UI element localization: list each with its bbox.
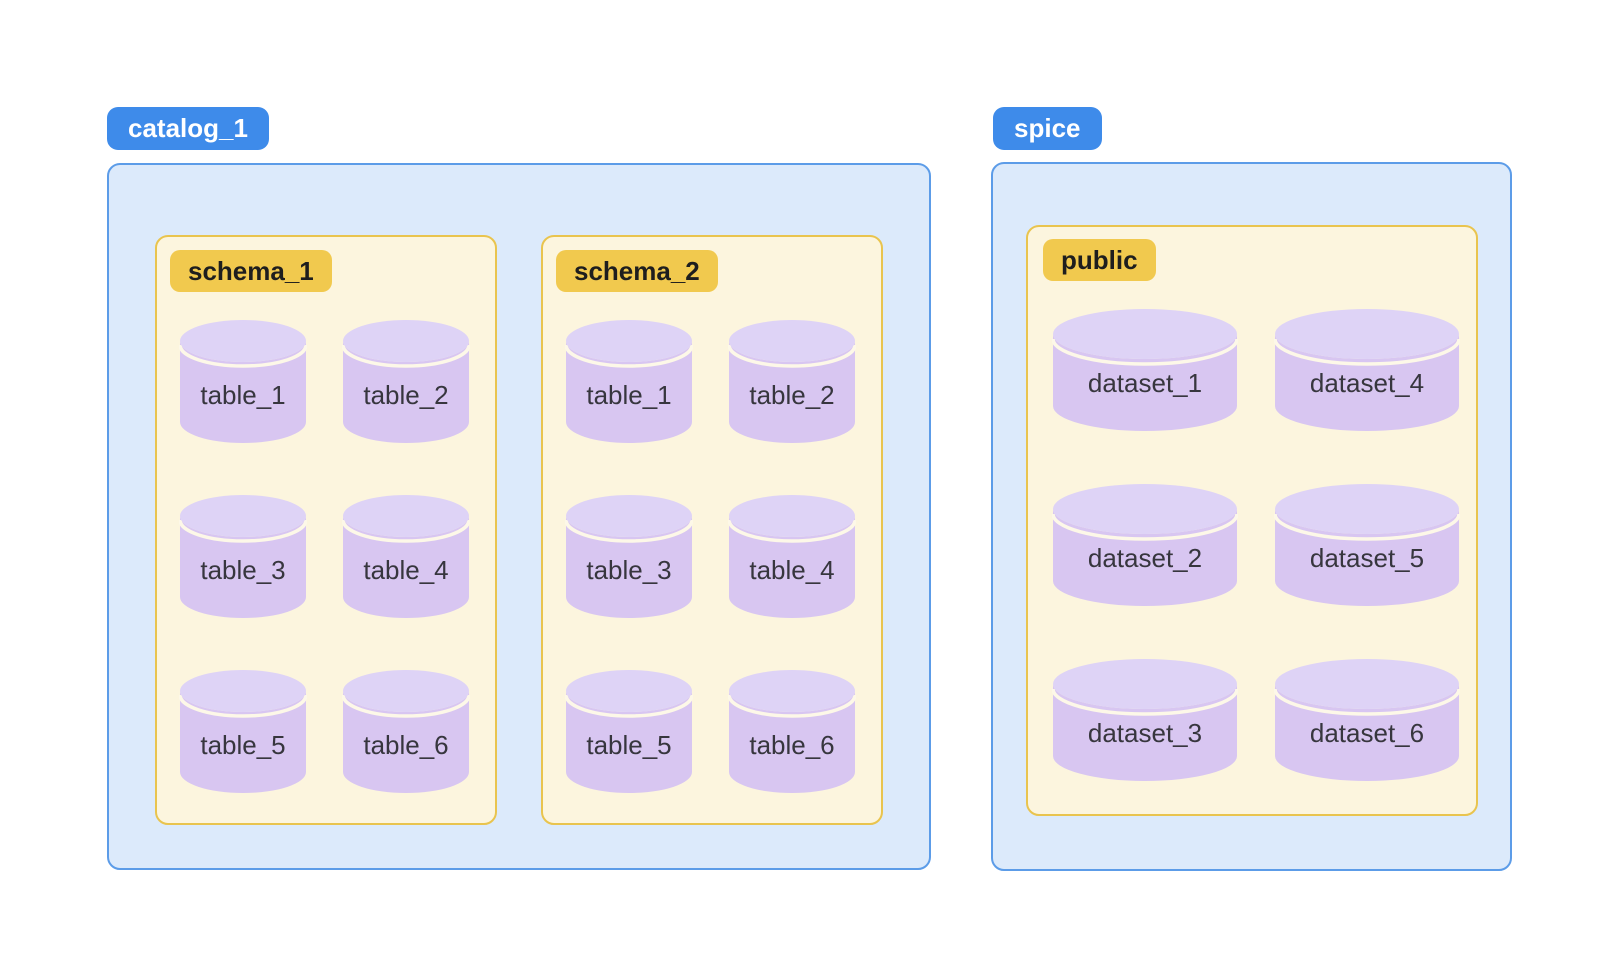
table-cylinder: table_5 xyxy=(565,670,693,794)
public-datasets: dataset_1 dataset_4 da xyxy=(1052,309,1460,782)
schema-1-tables: table_1 table_2 table_ xyxy=(179,320,470,794)
table-label: table_5 xyxy=(200,729,286,760)
table-cylinder: table_3 xyxy=(179,495,307,619)
table-label: table_3 xyxy=(200,554,286,585)
dataset-cylinder: dataset_1 xyxy=(1052,309,1238,432)
database-cylinder-icon xyxy=(342,495,470,618)
database-cylinder-icon xyxy=(179,320,307,443)
table-cylinder: table_2 xyxy=(728,320,856,444)
database-cylinder-icon xyxy=(1052,484,1238,606)
table-label: table_6 xyxy=(363,729,449,760)
table-cylinder: table_6 xyxy=(728,670,856,794)
dataset-label: dataset_6 xyxy=(1309,718,1425,748)
dataset-label: dataset_5 xyxy=(1309,543,1425,573)
database-cylinder-icon xyxy=(565,495,693,618)
database-cylinder-icon xyxy=(728,495,856,618)
dataset-label: dataset_4 xyxy=(1309,368,1425,398)
database-cylinder-icon xyxy=(179,670,307,793)
dataset-cylinder: dataset_4 xyxy=(1274,309,1460,432)
table-cylinder: table_5 xyxy=(179,670,307,794)
database-cylinder-icon xyxy=(1274,484,1460,606)
table-label: table_1 xyxy=(586,379,672,410)
database-cylinder-icon xyxy=(728,320,856,443)
database-cylinder-icon xyxy=(1274,659,1460,781)
dataset-label: dataset_2 xyxy=(1087,543,1203,573)
dataset-cylinder: dataset_5 xyxy=(1274,484,1460,607)
database-cylinder-icon xyxy=(1274,309,1460,431)
schema-2-label: schema_2 xyxy=(556,250,718,292)
table-label: table_3 xyxy=(586,554,672,585)
table-cylinder: table_1 xyxy=(565,320,693,444)
public-box: public dataset_1 dataset xyxy=(1026,225,1478,816)
dataset-cylinder: dataset_2 xyxy=(1052,484,1238,607)
database-cylinder-icon xyxy=(342,320,470,443)
database-cylinder-icon xyxy=(179,495,307,618)
table-label: table_4 xyxy=(749,554,835,585)
table-cylinder: table_6 xyxy=(342,670,470,794)
catalog-1-container: schema_1 table_1 table_2 xyxy=(107,163,931,870)
table-label: table_4 xyxy=(363,554,449,585)
dataset-label: dataset_1 xyxy=(1087,368,1203,398)
table-cylinder: table_4 xyxy=(342,495,470,619)
dataset-label: dataset_3 xyxy=(1087,718,1203,748)
spice-label: spice xyxy=(993,107,1102,150)
database-cylinder-icon xyxy=(342,670,470,793)
table-cylinder: table_2 xyxy=(342,320,470,444)
spice-container: public dataset_1 dataset xyxy=(991,162,1512,871)
dataset-cylinder: dataset_6 xyxy=(1274,659,1460,782)
table-cylinder: table_4 xyxy=(728,495,856,619)
dataset-cylinder: dataset_3 xyxy=(1052,659,1238,782)
table-cylinder: table_1 xyxy=(179,320,307,444)
schema-2-box: schema_2 table_1 table_2 xyxy=(541,235,883,825)
database-cylinder-icon xyxy=(1052,659,1238,781)
database-cylinder-icon xyxy=(565,320,693,443)
schema-2-tables: table_1 table_2 table_ xyxy=(565,320,856,794)
database-cylinder-icon xyxy=(728,670,856,793)
database-cylinder-icon xyxy=(1052,309,1238,431)
catalog-1-label: catalog_1 xyxy=(107,107,269,150)
public-label: public xyxy=(1043,239,1156,281)
schema-1-box: schema_1 table_1 table_2 xyxy=(155,235,497,825)
schema-1-label: schema_1 xyxy=(170,250,332,292)
table-label: table_1 xyxy=(200,379,286,410)
table-label: table_2 xyxy=(363,379,449,410)
table-label: table_2 xyxy=(749,379,835,410)
table-cylinder: table_3 xyxy=(565,495,693,619)
table-label: table_5 xyxy=(586,729,672,760)
table-label: table_6 xyxy=(749,729,835,760)
database-cylinder-icon xyxy=(565,670,693,793)
